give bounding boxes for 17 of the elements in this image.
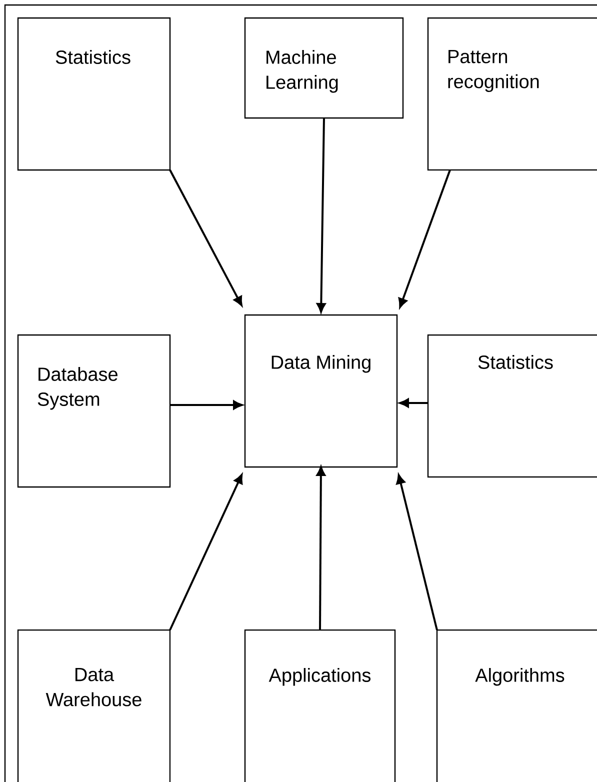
arrow — [399, 398, 428, 408]
text-box: Data Warehouse — [17, 629, 171, 782]
text-box: Database System — [17, 334, 171, 488]
text-box: Applications — [244, 629, 396, 782]
arrow — [316, 118, 326, 313]
text-box: Pattern recognition — [427, 17, 597, 171]
text-box: Algorithms — [436, 629, 597, 782]
text-box: Statistics — [17, 17, 171, 171]
arrow — [170, 400, 243, 410]
text-box: Machine Learning — [244, 17, 404, 119]
arrow — [396, 474, 438, 630]
arrow — [169, 474, 243, 630]
text-box: Statistics — [427, 334, 597, 478]
text-box: Data Mining — [244, 314, 398, 468]
arrow — [316, 466, 326, 630]
arrow — [398, 170, 451, 308]
arrow — [169, 170, 242, 306]
